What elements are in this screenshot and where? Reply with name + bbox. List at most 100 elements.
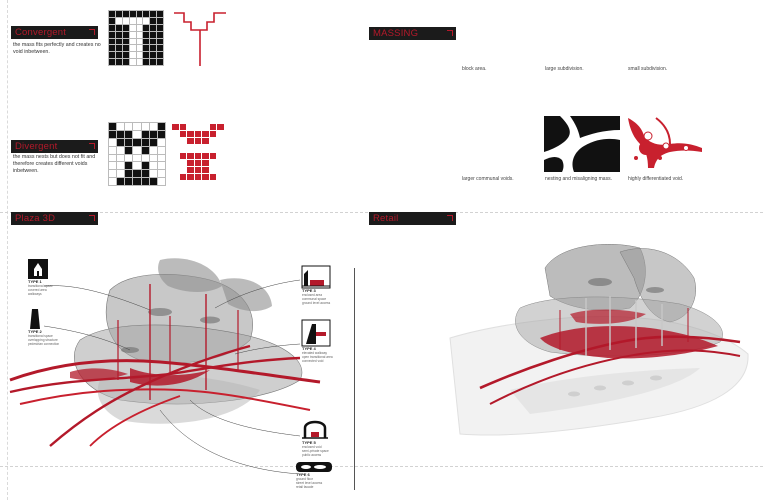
callout-type-1: TYPE 1 transitional space covered area w… [28,259,68,296]
grid-cell [122,45,129,52]
grid-cell [150,24,157,31]
callout-type-4: TYPE 4 elevated walkway open transitiona… [301,319,346,363]
convergent-header: Convergent [11,26,98,39]
callout-text: elevated walkway open transitional area … [302,351,333,363]
grid-cell [129,31,136,38]
grid-cell [129,11,136,17]
grid-cell [117,162,125,170]
grid-cell [149,138,157,146]
massing-caption-small-subdivision: small subdivision. [628,66,668,72]
grid-cell [209,159,217,166]
grid-cell [143,17,150,24]
convergent-grid [108,10,164,66]
type-6-icon [296,462,332,472]
callout-column-divider [354,268,355,490]
grid-cell [187,145,194,152]
massing-caption-large-subdivision: large subdivision. [545,66,584,72]
grid-cell [136,31,143,38]
grid-cell [115,38,122,45]
callout-type-2: TYPE 2 transitional space overlapping st… [28,309,72,346]
grid-cell [187,124,194,131]
convergent-title: Convergent [15,27,67,38]
grid-cell [157,170,165,178]
grid-cell [109,154,117,162]
grid-cell [172,159,179,166]
divergent-header: Divergent [11,140,98,153]
grid-cell [172,166,179,173]
grid-cell [157,11,163,17]
grid-cell [202,173,209,180]
callout-text: transitional space overlapping structure… [28,334,60,346]
grid-cell [209,152,217,159]
grid-cell [194,124,202,131]
grid-cell [209,131,217,138]
grid-cell [157,130,165,138]
type-2-icon [30,309,40,329]
grid-cell [157,154,165,162]
grid-cell [172,152,179,159]
grid-cell [143,45,150,52]
grid-cell [109,45,115,52]
massing-caption-communal-voids: larger communal voids. [462,176,514,182]
grid-cell [202,145,209,152]
grid-cell [133,178,141,185]
grid-cell [150,17,157,24]
grid-cell [149,130,157,138]
callout-type-5: TYPE 5 enclosed void semi-private space … [302,416,346,457]
grid-cell [109,178,117,185]
grid-cell [125,123,133,130]
grid-cell [194,173,202,180]
grid-cell [109,138,117,146]
grid-cell [149,123,157,130]
callout-text: enclosed area communal space ground leve… [302,293,331,305]
section-corner-icon [447,30,453,36]
type-1-icon [28,259,48,279]
massing-header: MASSING [369,27,456,40]
grid-cell [202,124,209,131]
callout-type-label: TYPE 1 [28,279,42,284]
grid-cell [149,154,157,162]
grid-cell [136,17,143,24]
grid-cell [194,131,202,138]
grid-cell [209,124,217,131]
callout-type-6: TYPE 6 ground floor street level access … [296,462,346,489]
grid-cell [217,131,224,138]
grid-cell [141,170,149,178]
grid-cell [157,123,165,130]
grid-cell [143,59,150,65]
divergent-grid-bw [108,122,166,186]
grid-cell [172,124,179,131]
grid-cell [179,173,187,180]
grid-cell [141,123,149,130]
grid-cell [150,45,157,52]
grid-cell [194,145,202,152]
grid-cell [136,24,143,31]
massing-caption-differentiated-void: highly differentiated void. [628,176,684,182]
grid-cell [115,31,122,38]
grid-cell [217,152,224,159]
grid-cell [150,52,157,59]
grid-cell [141,138,149,146]
grid-cell [172,138,179,145]
callout-text: enclosed void semi-private space public … [302,445,329,457]
grid-cell [109,31,115,38]
grid-cell [150,31,157,38]
grid-cell [187,173,194,180]
convergent-description: the mass fits perfectly and creates no v… [13,42,101,56]
grid-cell [125,146,133,154]
grid-cell [109,170,117,178]
grid-cell [209,138,217,145]
grid-cell [202,138,209,145]
grid-cell [179,152,187,159]
grid-cell [109,11,115,17]
grid-cell [129,38,136,45]
callout-type-label: TYPE 2 [28,329,42,334]
grid-cell [122,17,129,24]
grid-cell [143,52,150,59]
section-corner-icon [89,143,95,149]
grid-cell [133,123,141,130]
grid-cell [109,24,115,31]
grid-cell [202,159,209,166]
retail-header: Retail [369,212,456,225]
grid-cell [179,131,187,138]
